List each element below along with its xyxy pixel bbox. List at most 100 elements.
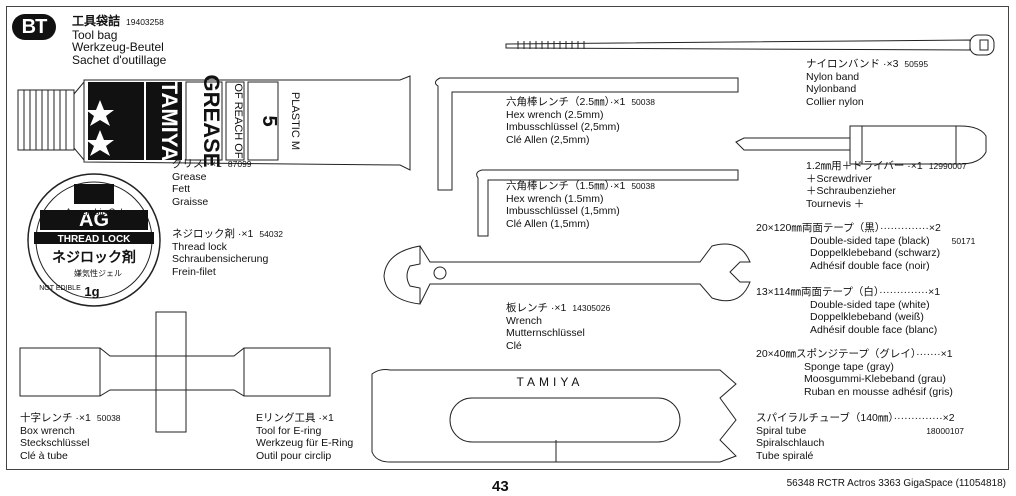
thread-lock-band: THREAD LOCK: [58, 234, 132, 245]
hex25-fr: Clé Allen (2,5mm): [506, 133, 590, 146]
wrench-ja: 板レンチ ·×1: [506, 302, 567, 314]
tape-black-label: 20×120㎜両面テープ（黒）··············×2 Double-s…: [756, 222, 975, 272]
spiral-de: Spiralschlauch: [756, 437, 825, 449]
grease-en: Grease: [172, 170, 207, 183]
footer-text: 56348 RCTR Actros 3363 GigaSpace (110548…: [786, 478, 1006, 489]
toolbag-de: Werkzeug-Beutel: [72, 40, 164, 54]
ering-brand: TAMIYA: [517, 375, 584, 389]
ering-ja: Eリング工具 ·×1: [256, 412, 334, 424]
grease-tube-warning: OF REACH OF: [232, 83, 244, 158]
tape-white-fr: Adhésif double face (blanc): [810, 323, 938, 336]
tape-white-de: Doppelklebeband (weiß): [810, 311, 924, 323]
hex15-fr: Clé Allen (1,5mm): [506, 217, 590, 230]
threadlock-label: ネジロック剤 ·×1 54032 Thread lock Schraubensic…: [172, 228, 283, 278]
tape-black-de: Doppelklebeband (schwarz): [810, 247, 941, 259]
ering-fr: Outil pour circlip: [256, 449, 332, 462]
sponge-en: Sponge tape (gray): [804, 360, 894, 373]
tape-white-ja: 13×114㎜両面テープ（白）··············×1: [756, 286, 941, 298]
sponge-ja: 20×40㎜スポンジテープ（グレイ）·······×1: [756, 348, 953, 360]
hex25-en: Hex wrench (2.5mm): [506, 108, 604, 121]
grease-de: Fett: [172, 183, 191, 195]
bag-badge: BT: [12, 14, 56, 40]
tape-white-label: 13×114㎜両面テープ（白）··············×1 Double-s…: [756, 286, 940, 336]
spiral-ja: スパイラルチューブ（140㎜）··············×2: [756, 412, 955, 424]
hex15-de: Imbusschlüssel (1,5mm): [506, 205, 620, 217]
grease-code: 87099: [227, 159, 252, 169]
grease-tube-brand: TAMIYA: [157, 81, 182, 162]
toolbag-fr: Sachet d'outillage: [72, 52, 167, 67]
hex25-ja: 六角棒レンチ（2.5㎜）·×1: [506, 96, 626, 108]
driver-label: 1.2㎜用＋ドライバー ·×1 12990007 ＋Screwdriver ＋Sc…: [806, 160, 967, 210]
boxwrench-fr: Clé à tube: [20, 449, 68, 462]
thread-lock-edible: NOT EDIBLE: [39, 285, 81, 292]
tape-black-en: Double-sided tape (black): [810, 234, 930, 247]
toolbag-label: 工具袋詰 19403258 Tool bag Werkzeug-Beutel Sa…: [72, 15, 166, 66]
wrench-code: 14305026: [572, 303, 611, 313]
boxwrench-code: 50038: [96, 413, 121, 423]
driver-ja: 1.2㎜用＋ドライバー ·×1: [806, 160, 923, 172]
boxwrench-de: Steckschlüssel: [20, 437, 90, 449]
wrench-fr: Clé: [506, 339, 522, 352]
threadlock-en: Thread lock: [172, 240, 227, 253]
driver-code: 12990007: [928, 161, 967, 171]
driver-fr: Tournevis ＋: [806, 197, 865, 210]
threadlock-de: Schraubensicherung: [172, 253, 269, 265]
spiral-code: 18000107: [926, 425, 965, 436]
threadlock-code: 54032: [259, 229, 284, 239]
driver-en: ＋Screwdriver: [806, 172, 872, 185]
nylon-de: Nylonband: [806, 83, 857, 95]
grease-tube-label: GREASE: [199, 75, 224, 168]
nylon-fr: Collier nylon: [806, 95, 864, 108]
spiral-fr: Tube spiralé: [756, 449, 814, 462]
sponge-de: Moosgummi-Klebeband (grau): [804, 373, 946, 385]
grease-label: グリス ·×1 87099 Grease Fett Graisse: [172, 158, 252, 208]
hex-wrench-25-drawing: [434, 77, 739, 191]
sponge-fr: Ruban en mousse adhésif (gris): [804, 385, 953, 398]
nylon-band-drawing: [505, 34, 995, 56]
hex-wrench-15-drawing: [476, 169, 739, 237]
boxwrench-en: Box wrench: [20, 424, 75, 437]
thread-lock-ag: AG: [79, 209, 109, 231]
tape-black-code: 50171: [951, 235, 976, 246]
nylon-ja: ナイロンバンド ·×3: [806, 58, 899, 70]
grease-tube-plastic: PLASTIC M: [289, 92, 301, 150]
hex25-de: Imbusschlüssel (2,5mm): [506, 121, 620, 133]
wrench-label: 板レンチ ·×1 14305026 Wrench Mutternschlüssel…: [506, 302, 610, 352]
nylon-code: 50595: [904, 59, 929, 69]
page-number: 43: [492, 478, 509, 495]
thread-lock-gel: Anaerobic Gel: [65, 207, 122, 217]
page-frame: [6, 6, 1009, 470]
wrench-en: Wrench: [506, 314, 542, 327]
thread-lock-sub: 嫌気性ジェル: [74, 268, 122, 278]
toolbag-en: Tool bag: [72, 27, 118, 42]
tape-black-ja: 20×120㎜両面テープ（黒）··············×2: [756, 222, 941, 234]
screwdriver-drawing: [735, 125, 987, 165]
wrench-de: Mutternschlüssel: [506, 327, 585, 339]
thread-lock-cap-drawing: AG Anaerobic Gel THREAD LOCK ネジロック剤 嫌気性ジ…: [27, 173, 161, 307]
threadlock-ja: ネジロック剤 ·×1: [172, 228, 254, 240]
hex25-code: 50038: [631, 97, 655, 107]
grease-fr: Graisse: [172, 195, 209, 208]
box-wrench-drawing: [19, 311, 331, 433]
grease-ja: グリス ·×1: [172, 158, 222, 170]
ering-label: Eリング工具 ·×1 Tool for E-ring Werkzeug für …: [256, 412, 353, 462]
grease-tube-drawing: TAMIYA GREASE OF REACH OF 5 PLASTIC M: [17, 75, 411, 171]
hex15-ja: 六角棒レンチ（1.5㎜）·×1: [506, 180, 626, 192]
ering-en: Tool for E-ring: [256, 424, 322, 437]
grease-tube-number: 5: [258, 115, 280, 126]
driver-de: ＋Schraubenzieher: [806, 185, 896, 197]
toolbag-ja: 工具袋詰: [72, 14, 121, 28]
toolbag-code: 19403258: [126, 17, 164, 27]
threadlock-fr: Frein-filet: [172, 265, 216, 278]
tape-black-fr: Adhésif double face (noir): [810, 259, 930, 272]
thread-lock-weight: 1g: [84, 284, 99, 299]
ering-tool-drawing: TAMIYA: [371, 369, 737, 463]
spiral-label: スパイラルチューブ（140㎜）··············×2 Spiral t…: [756, 412, 964, 462]
ering-de: Werkzeug für E-Ring: [256, 437, 354, 449]
thread-lock-jp: ネジロック剤: [52, 249, 136, 265]
